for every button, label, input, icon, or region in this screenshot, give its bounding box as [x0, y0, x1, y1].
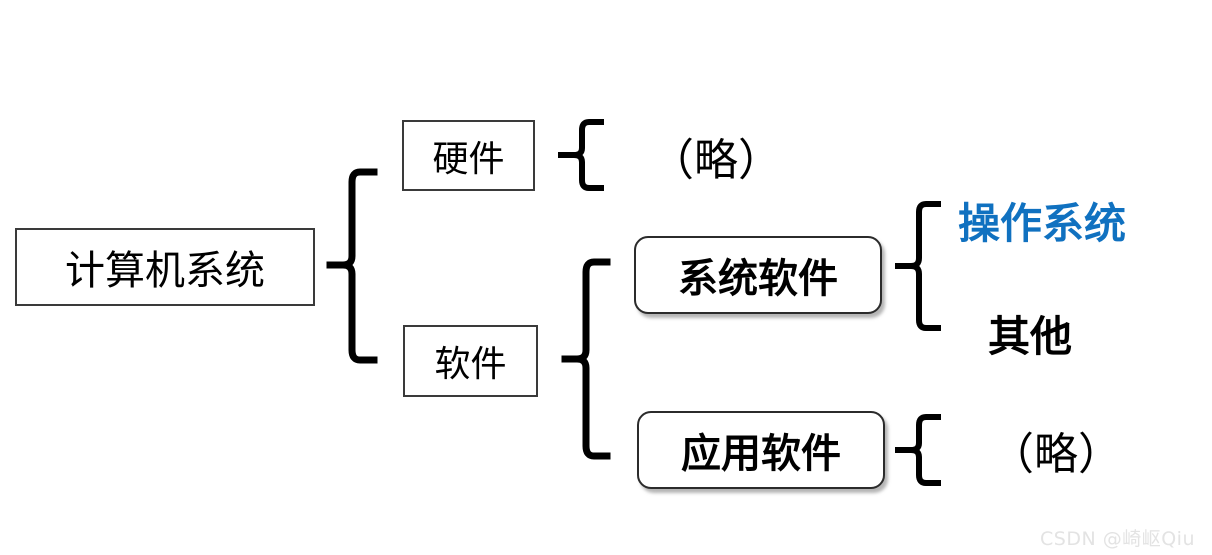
node-operating-system[interactable]: 操作系统: [958, 199, 1127, 248]
root-brace-icon: [326, 168, 378, 364]
hardware-detail-text: （略）: [650, 135, 782, 186]
software-brace-icon: [561, 258, 611, 460]
node-application-software[interactable]: 应用软件: [637, 411, 885, 489]
node-software-label: 软件: [434, 344, 507, 385]
node-other-system-software[interactable]: 其他: [988, 312, 1073, 361]
application-software-brace-icon: [895, 414, 941, 486]
application-software-detail-text: （略）: [990, 429, 1122, 480]
node-application-software-label: 应用软件: [681, 431, 841, 477]
node-computer-system[interactable]: 计算机系统: [15, 228, 315, 306]
node-hardware-label: 硬件: [432, 138, 505, 180]
node-system-software[interactable]: 系统软件: [634, 236, 882, 314]
node-hardware[interactable]: 硬件: [402, 120, 535, 191]
node-software[interactable]: 软件: [403, 325, 538, 397]
hardware-brace-icon: [558, 119, 604, 191]
system-software-brace-icon: [895, 201, 941, 331]
csdn-watermark: CSDN @崎岖Qiu: [1040, 528, 1195, 550]
node-system-software-label: 系统软件: [678, 256, 838, 302]
node-computer-system-label: 计算机系统: [65, 248, 265, 294]
